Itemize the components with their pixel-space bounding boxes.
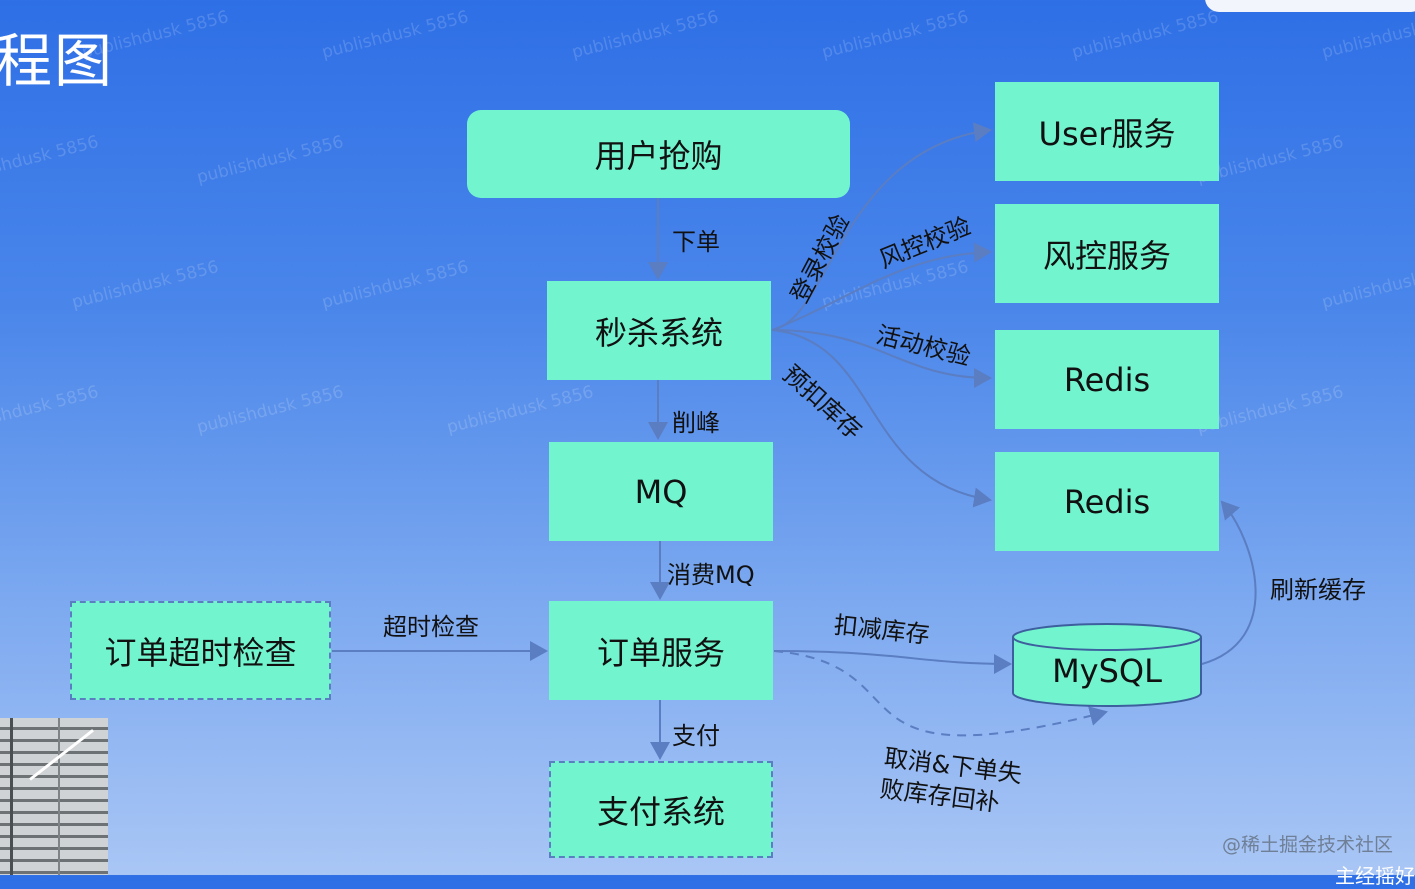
label-timeout-check: 超时检查 [383,613,479,641]
edge-refresh-cache [1201,500,1257,665]
label-consume-mq: 消费MQ [667,561,755,589]
node-mq: MQ [549,442,773,541]
node-user-buy: 用户抢购 [467,110,850,198]
node-user-service: User服务 [995,82,1219,181]
camera-thumbnail [0,718,108,875]
node-redis-1: Redis [995,330,1219,429]
edge-login-check [771,122,992,331]
window-corner [1205,0,1415,12]
edge-pre-deduct [771,329,992,508]
label-refresh-cache: 刷新缓存 [1270,576,1366,604]
edge-deduct-stock [773,650,1012,674]
label-place-order: 下单 [672,228,720,256]
node-mysql: MySQL [1052,652,1162,690]
node-seckill-system: 秒杀系统 [547,281,771,380]
node-redis-2: Redis [995,452,1219,551]
mysql-cylinder-icon [1012,623,1202,707]
source-credit: @稀土掘金技术社区 [1221,834,1393,856]
node-risk-service: 风控服务 [995,204,1219,303]
label-pay: 支付 [672,722,720,750]
node-order-timeout-check: 订单超时检查 [70,601,331,700]
edge-risk-check [771,242,992,331]
node-order-service: 订单服务 [549,601,773,700]
edge-cancel-rollback [773,650,1108,737]
edge-activity-check [771,329,992,388]
page-title: 程图 [0,27,115,95]
node-payment-system: 支付系统 [549,761,773,858]
label-peak-shaving: 削峰 [672,409,720,437]
